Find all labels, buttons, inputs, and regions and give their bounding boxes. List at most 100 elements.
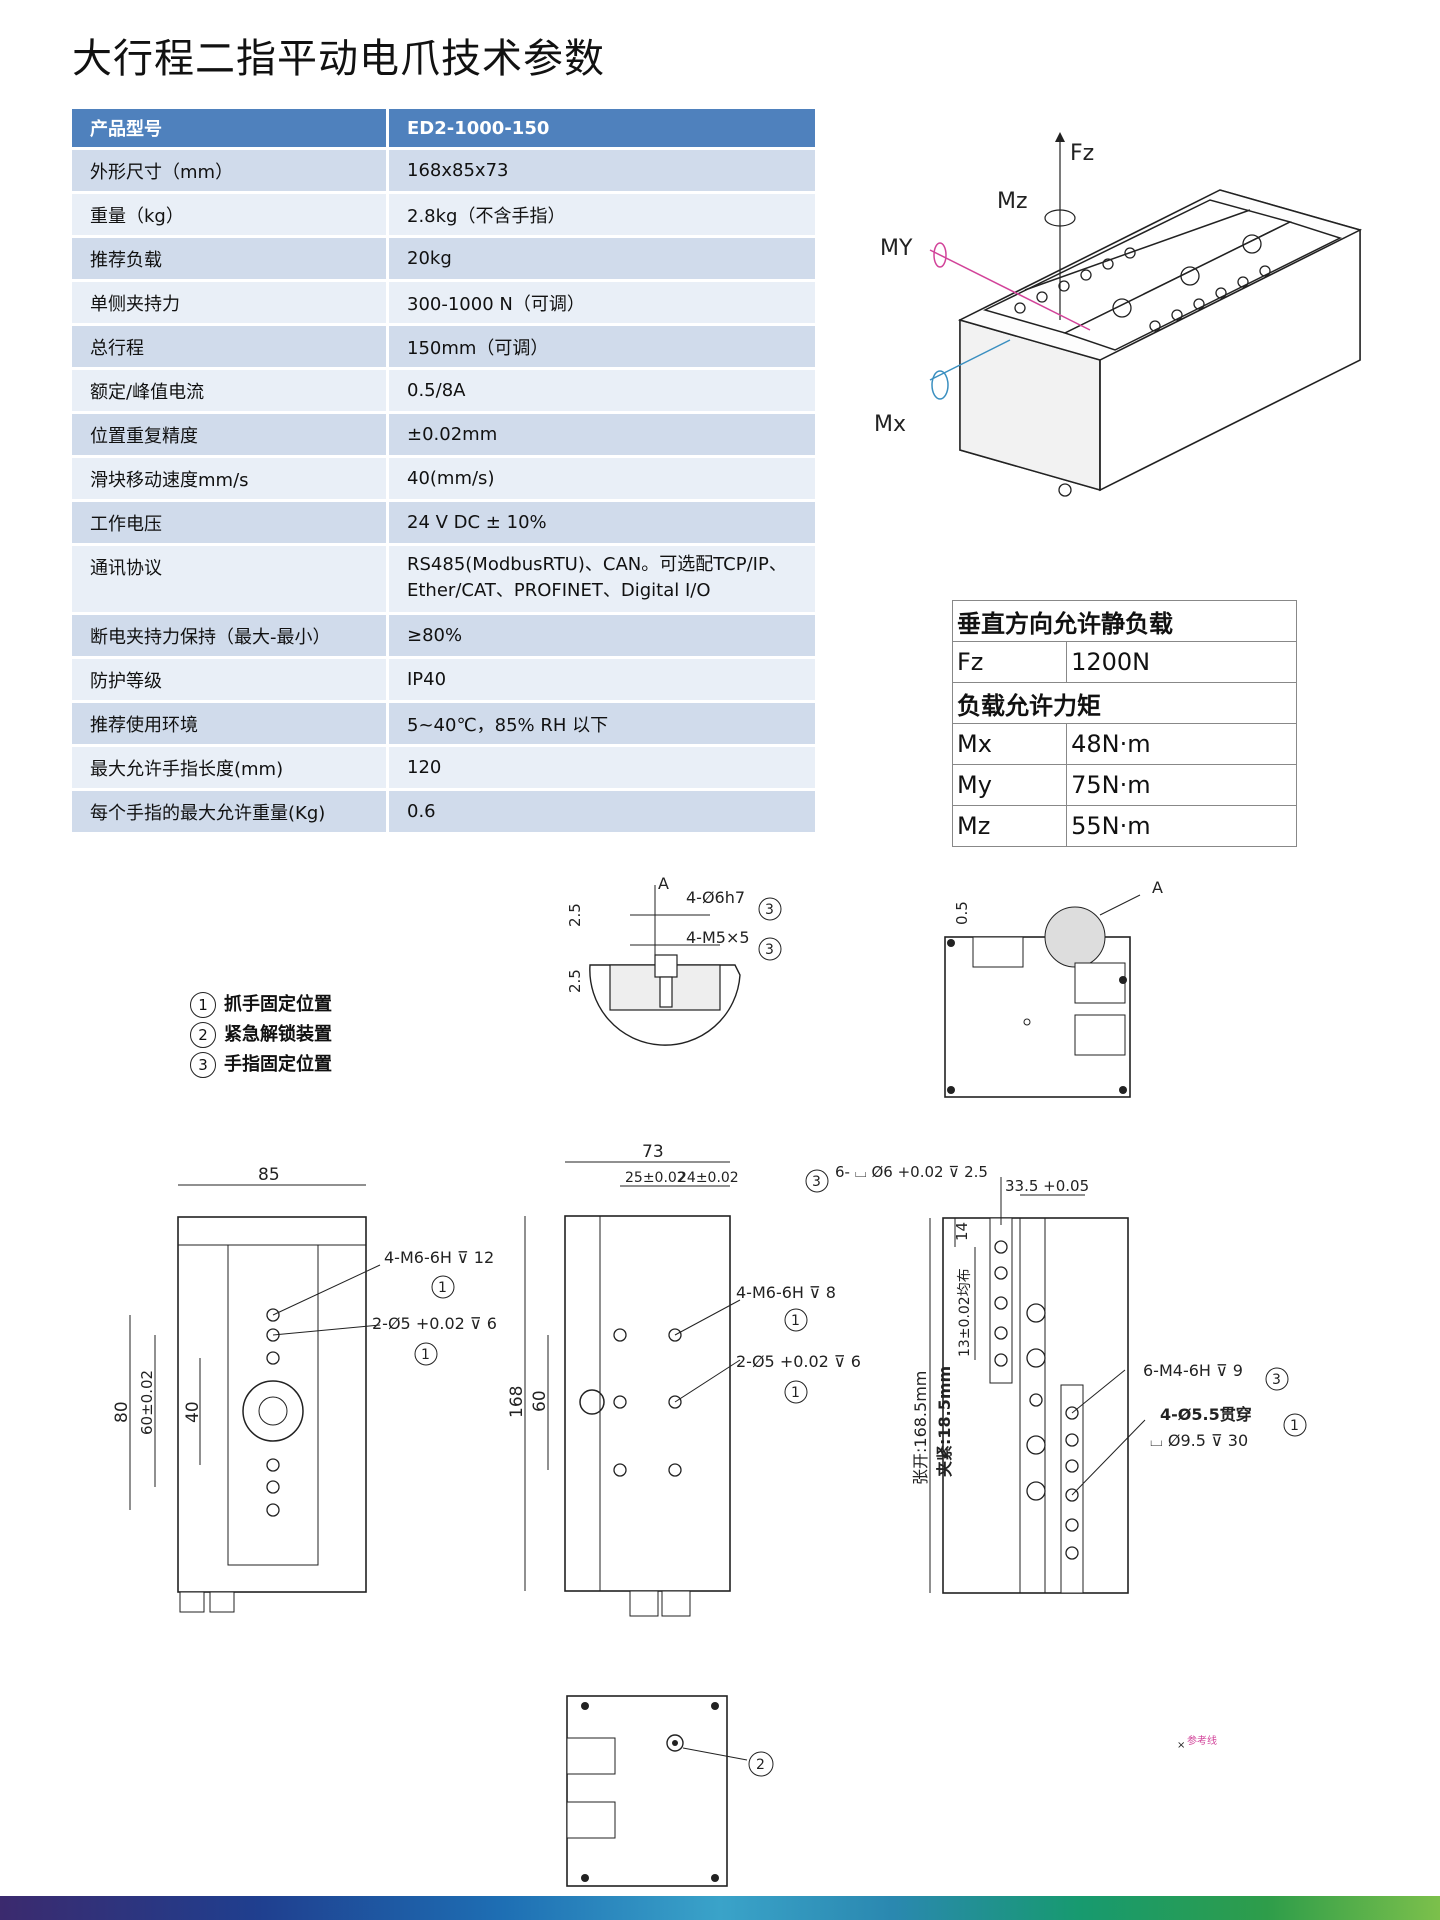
callout-3-top: 3 [765, 902, 774, 918]
reference-mark: × 参考线 [1177, 1734, 1217, 1751]
legend-item: 2 紧急解锁装置 [190, 1020, 332, 1050]
spec-value: 150mm（可调） [389, 326, 815, 367]
svg-text:×: × [1177, 1740, 1185, 1751]
mz-key: Mz [951, 805, 1068, 847]
side-height-168: 168 [507, 1386, 527, 1418]
legend-text: 抓手固定位置 [224, 994, 332, 1015]
spec-value: RS485(ModbusRTU)、CAN。可选配TCP/IP、Ether/CAT… [389, 546, 815, 612]
side-dim-24: 24±0.02 [678, 1170, 739, 1186]
spec-key: 滑块移动速度mm/s [72, 458, 389, 499]
spec-header-key: 产品型号 [72, 109, 389, 147]
mx-label: Mx [874, 412, 906, 437]
front-view-drawing: 85 80 60±0.02 40 4-M6-6H ⊽ 12 1 2-Ø5 +0.… [112, 1165, 497, 1613]
spec-header-row: 产品型号 ED2-1000-150 [72, 109, 815, 147]
front-dim-40: 40 [183, 1401, 203, 1423]
spec-key: 总行程 [72, 326, 389, 367]
page-title: 大行程二指平动电爪技术参数 [72, 36, 605, 82]
front-dim-80: 80 [112, 1401, 132, 1423]
top-dim-14: 14 [953, 1222, 971, 1241]
spec-row: 位置重复精度±0.02mm [72, 414, 815, 455]
my-key: My [951, 764, 1068, 806]
spec-value: 40(mm/s) [389, 458, 815, 499]
spec-value: ≥80% [389, 615, 815, 656]
front-callout-1b: 1 [421, 1347, 430, 1363]
spec-value: 300-1000 N（可调） [389, 282, 815, 323]
top-dim-33-5: 33.5 +0.05 [1005, 1177, 1089, 1195]
spec-value: 168x85x73 [389, 150, 815, 191]
spec-value: 0.6 [389, 791, 815, 832]
static-load-title: 垂直方向允许静负载 [952, 600, 1297, 642]
spec-key: 位置重复精度 [72, 414, 389, 455]
spec-key: 额定/峰值电流 [72, 370, 389, 411]
open-stroke-note: 张开:168.5mm [911, 1371, 930, 1485]
spec-value: 20kg [389, 238, 815, 279]
top-note-d5-5: 4-Ø5.5贯穿 [1160, 1405, 1252, 1424]
legend-text: 手指固定位置 [224, 1054, 332, 1075]
spec-key: 单侧夹持力 [72, 282, 389, 323]
dim-2-5-bottom: 2.5 [566, 969, 584, 993]
my-label: MY [880, 236, 913, 261]
side-callout-1a: 1 [791, 1313, 800, 1329]
spec-key: 外形尺寸（mm） [72, 150, 389, 191]
detail-a-section-drawing: A 4-Ø6h7 4-M5×5 2.5 2.5 3 3 [566, 875, 782, 1046]
top-dim-13: 13±0.02均布 [957, 1268, 973, 1357]
moment-title: 负载允许力矩 [952, 682, 1297, 724]
spec-value: 120 [389, 747, 815, 788]
mx-key: Mx [951, 723, 1068, 765]
reference-line-label: 参考线 [1187, 1734, 1217, 1747]
spec-key: 最大允许手指长度(mm) [72, 747, 389, 788]
spec-value: 2.8kg（不含手指） [389, 194, 815, 235]
detail-a-marker: A [1152, 878, 1163, 897]
spec-key: 重量（kg） [72, 194, 389, 235]
top-callout-1: 1 [1290, 1418, 1299, 1434]
spec-key: 工作电压 [72, 502, 389, 543]
spec-value: ±0.02mm [389, 414, 815, 455]
my-value: 75N·m [1066, 764, 1297, 806]
top-callout-3a: 3 [812, 1174, 821, 1190]
dim-0-5: 0.5 [953, 901, 971, 925]
legend-number: 2 [190, 1022, 216, 1048]
front-callout-1a: 1 [438, 1280, 447, 1296]
spec-value: 5~40℃，85% RH 以下 [389, 703, 815, 744]
fz-label: Fz [1070, 141, 1094, 166]
front-note-d5: 2-Ø5 +0.02 ⊽ 6 [372, 1314, 497, 1333]
legend-number: 3 [190, 1052, 216, 1078]
top-note-m4: 6-M4-6H ⊽ 9 [1143, 1361, 1243, 1380]
fz-key: Fz [951, 641, 1068, 683]
top-callout-3b: 3 [1272, 1372, 1281, 1388]
legend-item: 3 手指固定位置 [190, 1050, 332, 1080]
hole-note-6h7: 4-Ø6h7 [686, 888, 745, 907]
spec-value: 0.5/8A [389, 370, 815, 411]
hole-note-m5: 4-M5×5 [686, 928, 750, 947]
side-note-d5: 2-Ø5 +0.02 ⊽ 6 [736, 1352, 860, 1371]
side-callout-1b: 1 [791, 1385, 800, 1401]
side-height-60: 60 [530, 1390, 550, 1412]
top-note-d9-5: ⌴ Ø9.5 ⊽ 30 [1150, 1431, 1248, 1450]
side-note-m6: 4-M6-6H ⊽ 8 [736, 1283, 836, 1302]
spec-key: 推荐负载 [72, 238, 389, 279]
top-note-d6: 6- ⌴ Ø6 +0.02 ⊽ 2.5 [835, 1163, 988, 1181]
detail-a-letter: A [658, 875, 669, 893]
bottom-view-drawing: 2 [566, 1695, 774, 1887]
spec-key: 推荐使用环境 [72, 703, 389, 744]
callout-3-bottom: 3 [765, 942, 774, 958]
load-table: 垂直方向允许静负载 Fz 1200N 负载允许力矩 Mx 48N·m My 75… [951, 600, 1297, 847]
footer-gradient-bar [0, 1896, 1440, 1920]
front-width-dim: 85 [258, 1165, 280, 1185]
close-stroke-note: 夹紧:18.5mm [935, 1366, 954, 1477]
dim-2-5-top: 2.5 [566, 903, 584, 927]
side-width-dim: 73 [642, 1142, 664, 1162]
spec-key: 通讯协议 [72, 546, 389, 612]
front-dim-60: 60±0.02 [138, 1370, 156, 1435]
bottom-callout-2: 2 [756, 1757, 765, 1773]
legend-text: 紧急解锁装置 [224, 1024, 332, 1045]
